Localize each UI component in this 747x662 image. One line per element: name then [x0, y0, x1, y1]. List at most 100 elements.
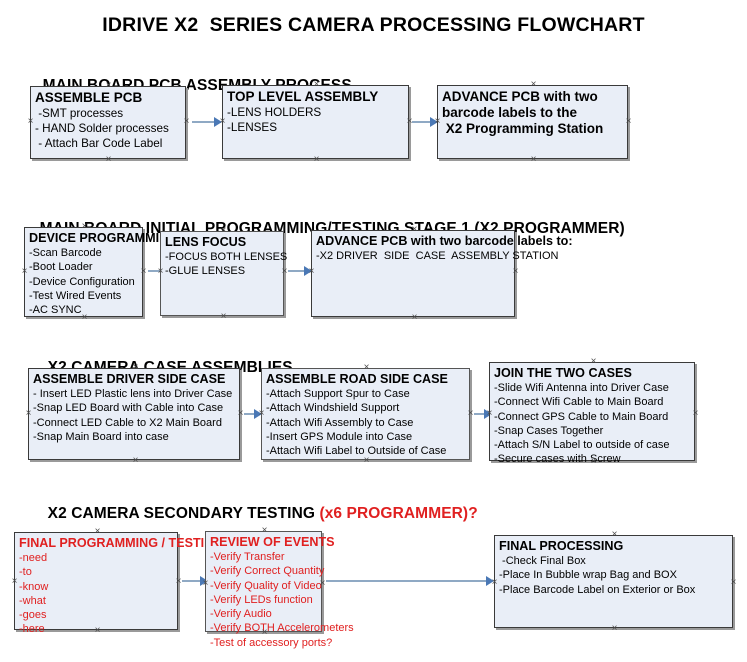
connector-handle-bottom[interactable] [589, 457, 598, 466]
node-line: -Slide Wifi Antenna into Driver Case [494, 382, 669, 394]
section-heading-4: X2 CAMERA SECONDARY TESTING (x6 PROGRAMM… [30, 487, 478, 541]
connector-handle-left[interactable] [24, 409, 33, 418]
node-top-level-assembly[interactable]: TOP LEVEL ASSEMBLY -LENS HOLDERS -LENSES [222, 85, 409, 159]
connector-handle-bottom[interactable] [93, 626, 102, 635]
node-line: -Scan Barcode [29, 247, 102, 259]
connector-handle-top[interactable] [610, 530, 619, 539]
connector-line [244, 413, 260, 415]
connector-handle-left[interactable] [156, 267, 165, 276]
node-line: -Attach Windshield Support [266, 402, 400, 415]
node-lens-focus[interactable]: LENS FOCUS -FOCUS BOTH LENSES -GLUE LENS… [160, 231, 288, 316]
connector-handle-bottom[interactable] [529, 155, 538, 164]
connector-handle-left[interactable] [20, 267, 29, 276]
node-line: -Verify LEDs function [210, 593, 313, 606]
connector-handle-bottom[interactable] [362, 456, 371, 465]
connector-handle-top[interactable] [589, 357, 598, 366]
connector-handle-right[interactable] [182, 117, 191, 126]
section-heading-4-text: X2 CAMERA SECONDARY TESTING [47, 505, 320, 522]
node-line: -Connect GPS Cable to Main Board [494, 410, 669, 423]
node-line: -Connect Wifi Cable to Main Board [494, 396, 664, 409]
node-title: FINAL PROGRAMMING / TESTING [19, 536, 224, 550]
connector-handle-top[interactable] [529, 80, 538, 89]
node-line: -Snap LED Board with Cable into Case [33, 402, 224, 415]
connector-handle-right[interactable] [729, 578, 738, 587]
node-line: -goes [19, 609, 47, 622]
node-line: -Verify Quality of Video [210, 579, 322, 592]
connector-handle-left[interactable] [10, 577, 19, 586]
connector-handle-left[interactable] [485, 409, 494, 418]
connector-handle-top[interactable] [312, 80, 321, 89]
node-title: ADVANCE PCB with two barcode labels to: [316, 234, 573, 248]
node-assemble-driver-side-case[interactable]: ASSEMBLE DRIVER SIDE CASE - Insert LED P… [28, 368, 240, 460]
node-line: -GLUE LENSES [165, 265, 246, 278]
connector-handle-bottom[interactable] [610, 624, 619, 633]
node-line: -Test Wired Events [29, 289, 122, 302]
node-assemble-road-side-case[interactable]: ASSEMBLE ROAD SIDE CASE -Attach Support … [261, 368, 470, 460]
node-line: -Attach Wifi Label to Outside of Case [266, 445, 447, 458]
node-title: ADVANCE PCB with two [442, 89, 598, 104]
connector-handle-top[interactable] [131, 363, 140, 372]
node-line: -AC SYNC [29, 304, 82, 317]
connector-handle-top[interactable] [260, 526, 269, 535]
node-line: -FOCUS BOTH LENSES [165, 251, 288, 263]
connector-handle-bottom[interactable] [80, 313, 89, 322]
node-line: -to [19, 566, 32, 579]
connector-handle-top[interactable] [219, 226, 228, 235]
node-final-programming-testing[interactable]: FINAL PROGRAMMING / TESTING -need -to -k… [14, 532, 224, 635]
connector-handle-top[interactable] [80, 222, 89, 231]
connector-line [326, 580, 490, 582]
node-line: -need [19, 552, 48, 564]
node-line: barcode labels to the [442, 105, 578, 120]
connector-handle-bottom[interactable] [104, 155, 113, 164]
connector-handle-top[interactable] [362, 363, 371, 372]
connector-handle-right[interactable] [624, 117, 633, 126]
connector-handle-top[interactable] [104, 81, 113, 90]
connector-handle-left[interactable] [307, 267, 316, 276]
connector-handle-bottom[interactable] [219, 312, 228, 321]
connector-handle-left[interactable] [218, 117, 227, 126]
node-line: -here [19, 623, 45, 636]
node-line: -X2 DRIVER SIDE CASE ASSEMBLY STATION [316, 250, 559, 262]
connector-handle-left[interactable] [257, 409, 266, 418]
node-final-processing[interactable]: FINAL PROCESSING -Check Final Box -Place… [494, 535, 733, 628]
node-review-of-events[interactable]: REVIEW OF EVENTS -Verify Transfer -Verif… [205, 531, 354, 649]
node-line: -know [19, 580, 49, 593]
node-title: LENS FOCUS [165, 235, 247, 249]
node-line: -Attach S/N Label to outside of case [494, 439, 670, 452]
connector-handle-top[interactable] [410, 225, 419, 234]
connector-line [182, 580, 206, 582]
node-line: -Verify Correct Quantity [210, 565, 325, 578]
node-line: -LENS HOLDERS [227, 106, 322, 119]
node-line: -Device Configuration [29, 275, 135, 288]
node-line: - Attach Bar Code Label [35, 137, 163, 151]
node-title: ASSEMBLE DRIVER SIDE CASE [33, 372, 226, 386]
node-advance-pcb-programming-station[interactable]: ADVANCE PCB with two barcode labels to t… [437, 85, 628, 159]
node-title: JOIN THE TWO CASES [494, 366, 632, 380]
node-line: -LENSES [227, 121, 278, 135]
node-line: X2 Programming Station [442, 121, 604, 136]
node-title: REVIEW OF EVENTS [210, 535, 335, 549]
connector-handle-right[interactable] [139, 267, 148, 276]
node-line: - HAND Solder processes [35, 122, 169, 136]
connector-line [288, 270, 310, 272]
node-title: TOP LEVEL ASSEMBLY [227, 89, 379, 104]
connector-handle-bottom[interactable] [131, 456, 140, 465]
node-line: -Snap Main Board into case [33, 430, 169, 443]
connector-handle-left[interactable] [26, 117, 35, 126]
connector-handle-bottom[interactable] [260, 628, 269, 637]
connector-handle-bottom[interactable] [312, 155, 321, 164]
node-title: FINAL PROCESSING [499, 539, 624, 553]
node-line-overflow: -Test of accessory ports? [210, 636, 333, 649]
connector-handle-left[interactable] [433, 117, 442, 126]
node-advance-pcb-driver-side[interactable]: ADVANCE PCB with two barcode labels to: … [311, 230, 573, 317]
node-title: ASSEMBLE ROAD SIDE CASE [266, 372, 448, 386]
node-device-programming[interactable]: DEVICE PROGRAMMING -Scan Barcode -Boot L… [24, 227, 178, 317]
node-assemble-pcb[interactable]: ASSEMBLE PCB -SMT processes - HAND Solde… [30, 86, 186, 159]
node-join-the-two-cases[interactable]: JOIN THE TWO CASES -Slide Wifi Antenna i… [489, 362, 695, 465]
connector-handle-left[interactable] [201, 579, 210, 588]
connector-handle-top[interactable] [93, 527, 102, 536]
connector-handle-right[interactable] [511, 267, 520, 276]
connector-handle-right[interactable] [691, 409, 700, 418]
connector-handle-bottom[interactable] [410, 313, 419, 322]
connector-handle-left[interactable] [490, 578, 499, 587]
